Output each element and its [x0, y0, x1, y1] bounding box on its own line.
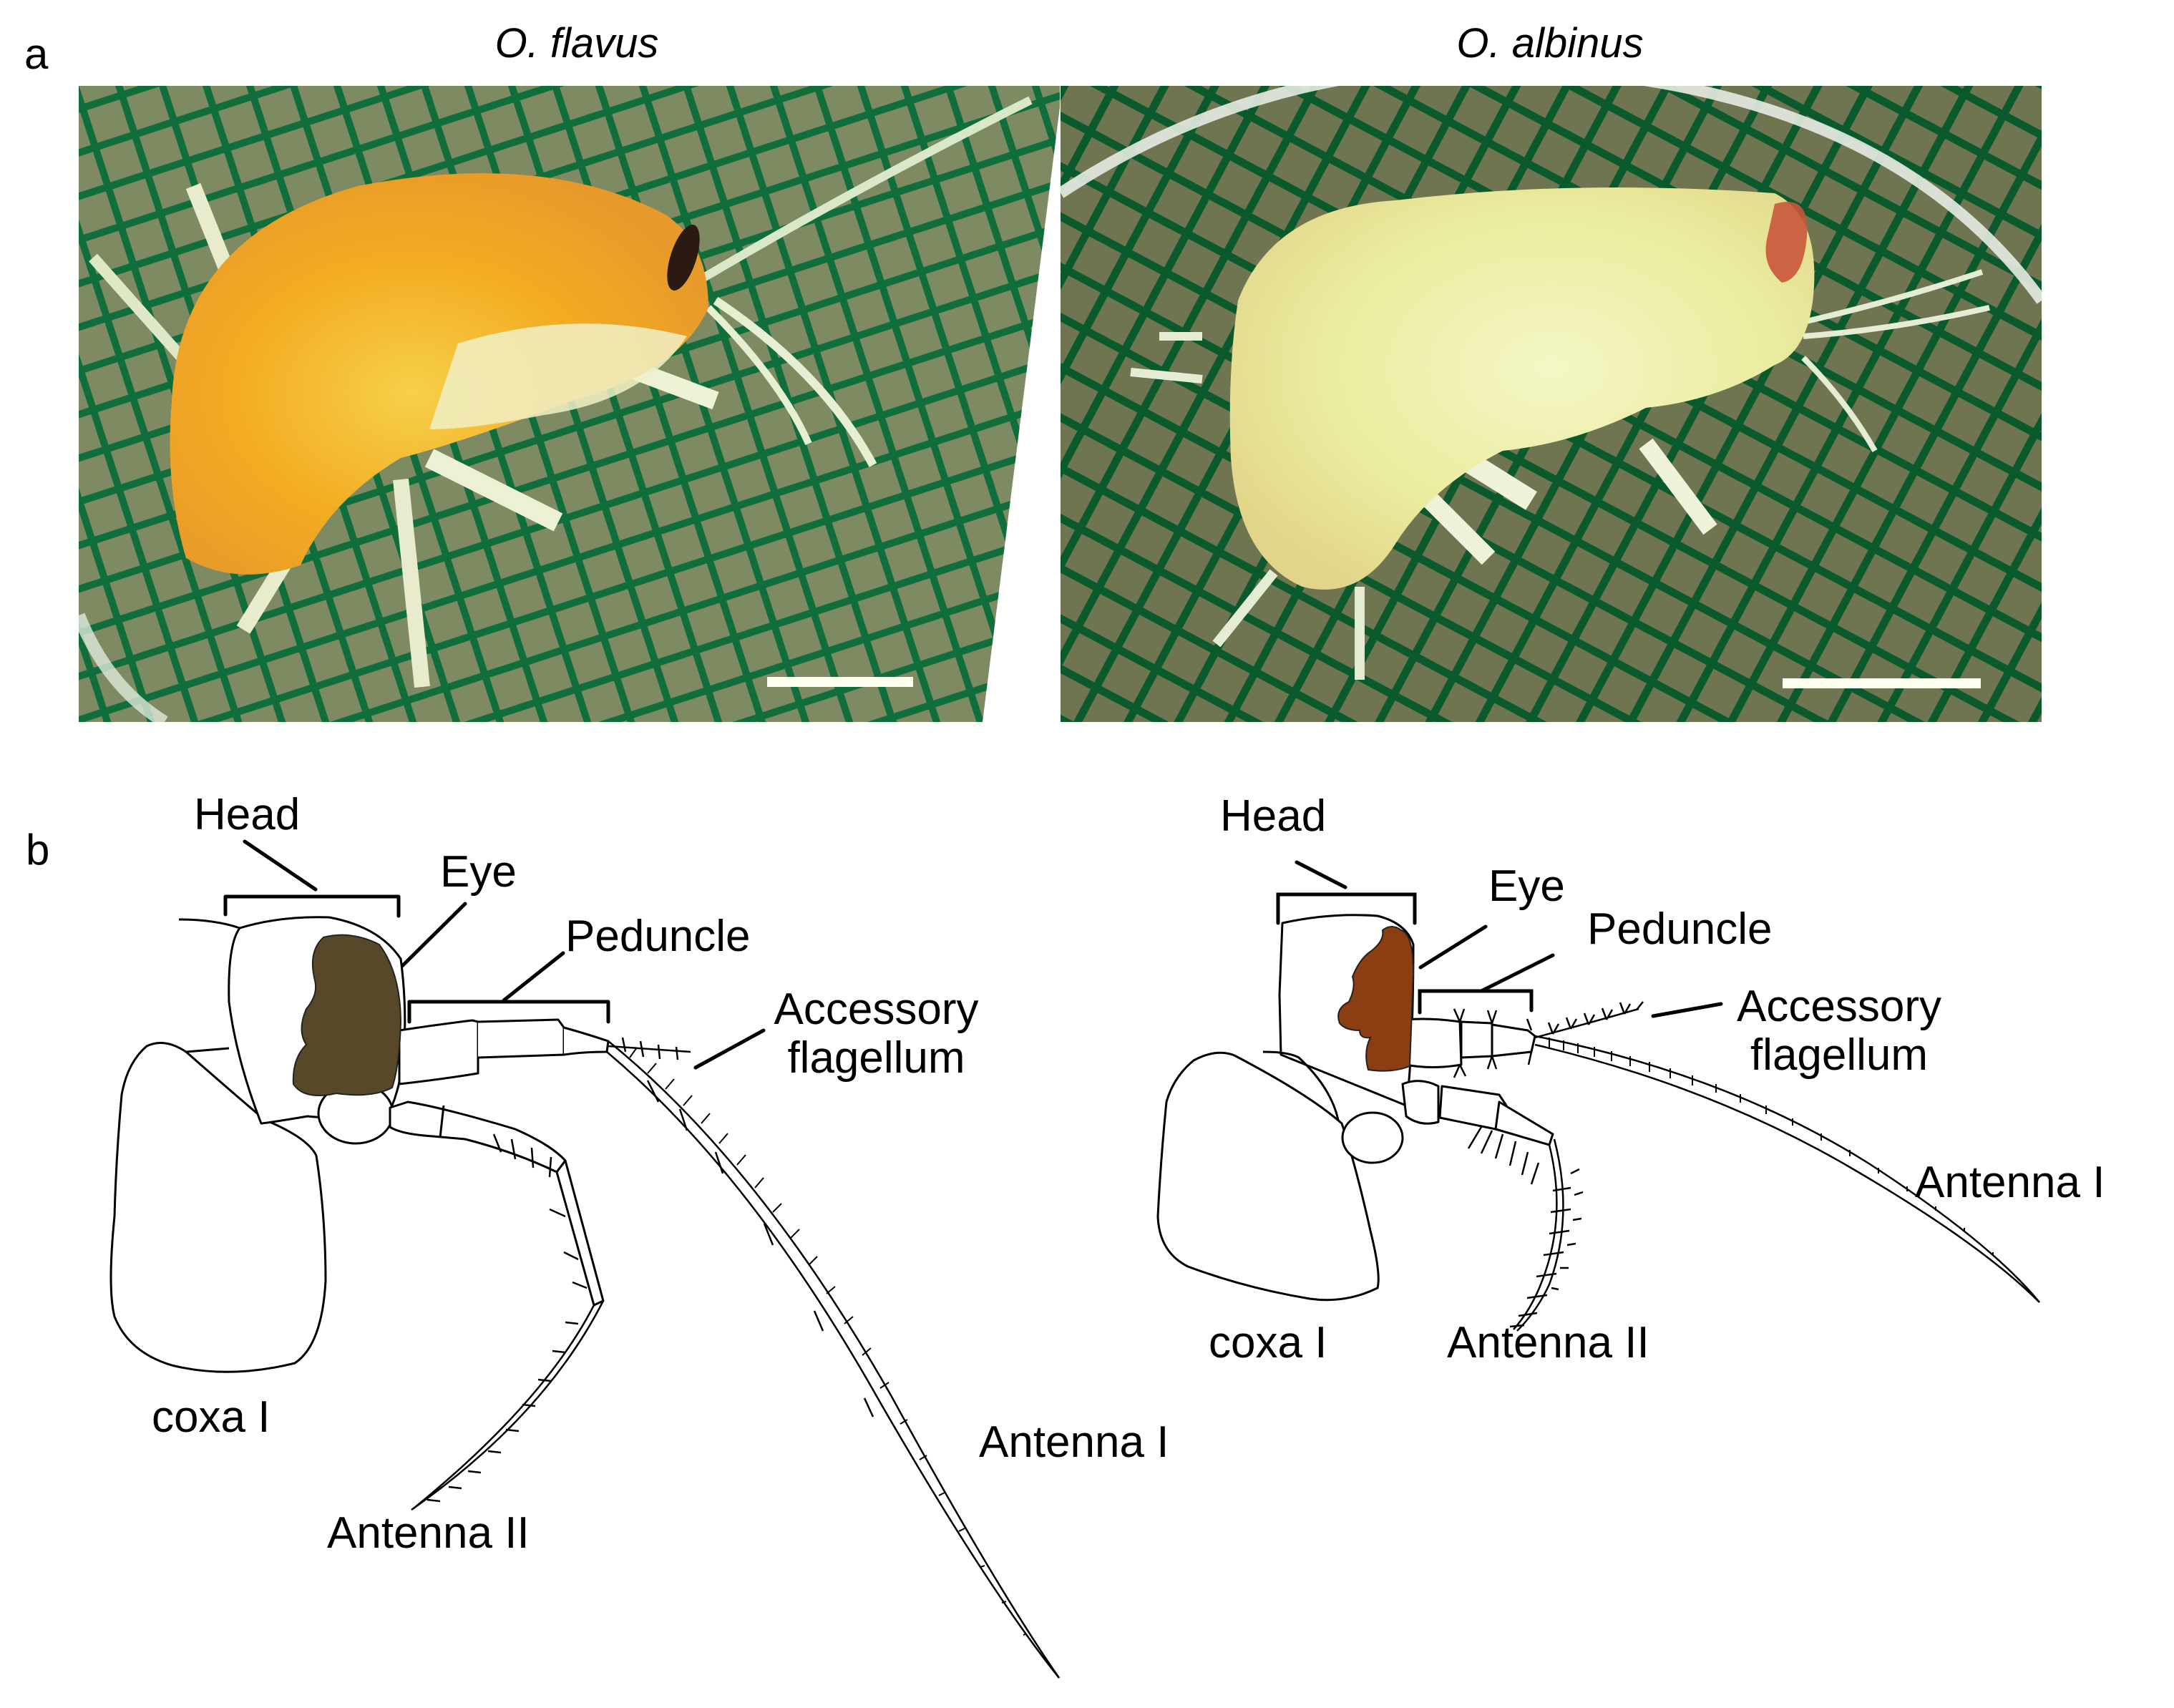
- label-peduncle-flavus: Peduncle: [565, 912, 751, 961]
- panel-a-letter: a: [24, 30, 49, 78]
- label-coxa-flavus: coxa I: [152, 1392, 270, 1442]
- label-antenna-i-flavus: Antenna I: [979, 1417, 1169, 1467]
- label-eye-flavus: Eye: [440, 847, 517, 897]
- label-peduncle-albinus: Peduncle: [1587, 904, 1773, 954]
- label-accessory-line1: Accessory: [774, 985, 979, 1034]
- antenna-i-annulations-flavus: [629, 1047, 1027, 1636]
- label-accessory-line2: flagellum: [787, 1033, 965, 1083]
- label-coxa-albinus: coxa I: [1209, 1318, 1327, 1367]
- eye-albinus: [1337, 926, 1415, 1072]
- label-antenna-ii-flavus: Antenna II: [327, 1508, 530, 1558]
- species-title-flavus: O. flavus: [494, 20, 659, 67]
- species-title-albinus: O. albinus: [1456, 20, 1644, 67]
- label-head-albinus: Head: [1220, 791, 1327, 841]
- label-accessory-line1: Accessory: [1737, 982, 1941, 1031]
- label-head-flavus: Head: [194, 790, 301, 839]
- eye-flavus: [292, 934, 402, 1096]
- label-accessory-line2: flagellum: [1750, 1030, 1929, 1080]
- label-accessory-flavus: Accessory flagellum: [767, 987, 985, 1080]
- label-antenna-i-albinus: Antenna I: [1915, 1158, 2105, 1207]
- label-antenna-ii-albinus: Antenna II: [1447, 1318, 1649, 1367]
- label-accessory-albinus: Accessory flagellum: [1728, 985, 1950, 1078]
- panel-b-letter: b: [26, 826, 50, 874]
- photo-flavus: [79, 86, 2042, 722]
- label-eye-albinus: Eye: [1488, 862, 1565, 911]
- antenna-i-annulations-albinus: [1549, 1038, 1994, 1255]
